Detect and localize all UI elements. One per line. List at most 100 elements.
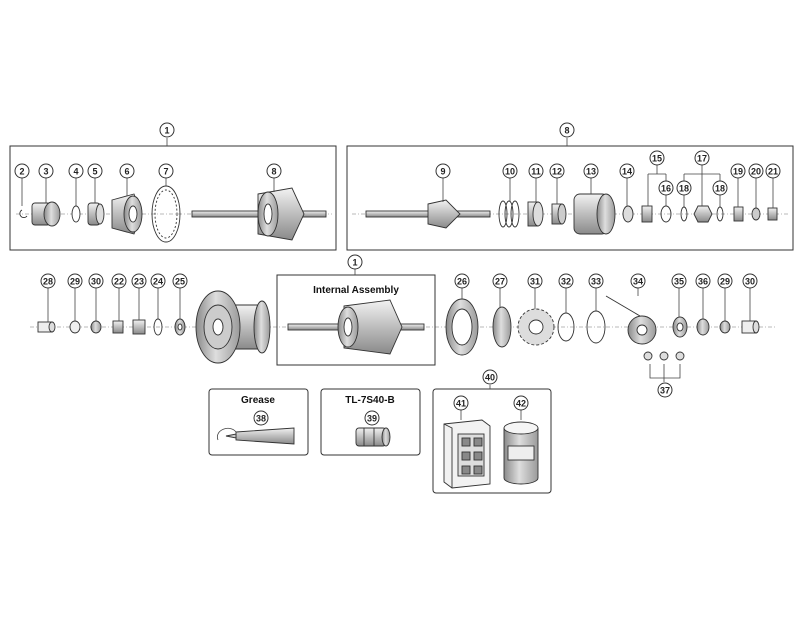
label-p33: 33 [588, 273, 604, 311]
part-10-spring [498, 200, 520, 228]
label-number: 9 [440, 167, 445, 177]
label-bubble [14, 163, 30, 179]
grease-title: Grease [241, 395, 275, 406]
label-p14: 14 [619, 163, 635, 206]
label-p10: 10 [502, 163, 518, 201]
label-number: 33 [591, 277, 601, 287]
label-number: 10 [505, 167, 515, 177]
label-number: 28 [43, 277, 53, 287]
label-number: 21 [768, 167, 778, 177]
label-number: 4 [73, 167, 78, 177]
label-number: 6 [124, 167, 129, 177]
label-bubble [38, 163, 54, 179]
label-bubble [67, 273, 83, 289]
label-p3: 3 [38, 163, 54, 203]
part-28-bushing [37, 321, 56, 333]
label-number: 36 [698, 277, 708, 287]
label-bubble [630, 273, 646, 289]
label-p21: 21 [765, 163, 781, 208]
part-27-dust-cap [492, 306, 512, 348]
label-bubble [158, 163, 174, 179]
label-number: 42 [516, 399, 526, 409]
group-box-right [346, 145, 794, 251]
label-number: 39 [367, 414, 377, 424]
label-p42: 42 [513, 395, 529, 420]
part-38-grease-tube [216, 427, 295, 445]
label-number: 22 [114, 277, 124, 287]
label-p23: 23 [131, 273, 147, 320]
label-number: 5 [92, 167, 97, 177]
part-29-washer-left [69, 320, 81, 334]
label-top_group_right: 8 [559, 122, 575, 138]
label-bubble [131, 273, 147, 289]
label-bubble [111, 273, 127, 289]
label-p4: 4 [68, 163, 84, 206]
label-p6: 6 [119, 163, 135, 196]
label-bubble [88, 273, 104, 289]
label-p5: 5 [87, 163, 103, 203]
label-number: 34 [633, 277, 643, 287]
internal-assembly-part [287, 299, 425, 355]
label-bubble [266, 163, 282, 179]
part-23-cone-nut [132, 319, 146, 335]
label-number: 13 [586, 167, 596, 177]
label-bubble [347, 254, 363, 270]
label-number: 32 [561, 277, 571, 287]
label-p24: 24 [150, 273, 166, 319]
label-number: 27 [495, 277, 505, 287]
label-p29a: 29 [67, 273, 83, 321]
label-bubble [492, 273, 508, 289]
part-30-nut-left [90, 320, 102, 334]
label-p39: 39 [364, 410, 380, 426]
label-p18b: 18 [712, 180, 728, 207]
label-bubble [558, 273, 574, 289]
label-p22: 22 [111, 273, 127, 321]
part-25-dust-cap [174, 318, 186, 336]
label-p27: 27 [492, 273, 508, 307]
label-bubble [502, 163, 518, 179]
label-bubble [68, 163, 84, 179]
label-p2: 2 [14, 163, 30, 206]
part-4-washer [71, 205, 81, 223]
part-37-screws [643, 351, 685, 382]
tool-title: TL-7S40-B [345, 395, 394, 406]
label-number: 41 [456, 399, 466, 409]
label-internal_group: 1 [347, 254, 363, 270]
label-bubble [730, 163, 746, 179]
label-bubble [453, 395, 469, 411]
label-bubble [649, 150, 665, 166]
part-36-lock-washer [696, 318, 710, 336]
internal-assembly-title: Internal Assembly [313, 285, 399, 296]
label-p15: 15 [649, 150, 665, 166]
label-bubble [528, 163, 544, 179]
label-p28: 28 [40, 273, 56, 322]
part-31-sprocket [517, 308, 555, 346]
label-bubble [658, 180, 674, 196]
label-number: 40 [485, 373, 495, 383]
label-p13: 13 [583, 163, 599, 194]
label-number: 25 [175, 277, 185, 287]
label-p7: 7 [158, 163, 174, 186]
label-p18a: 18 [676, 180, 692, 207]
label-p26: 26 [454, 273, 470, 299]
part-34-cassette-joint [605, 295, 657, 345]
label-number: 17 [697, 154, 707, 164]
label-p19: 19 [730, 163, 746, 207]
part-6-driver [111, 193, 143, 235]
label-bubble [119, 163, 135, 179]
label-p36: 36 [695, 273, 711, 319]
label-number: 11 [531, 167, 541, 177]
label-bubble [559, 122, 575, 138]
label-p20: 20 [748, 163, 764, 208]
label-bubble [253, 410, 269, 426]
label-number: 18 [679, 184, 689, 194]
label-bubble [765, 163, 781, 179]
label-number: 20 [751, 167, 761, 177]
part-29-washer-right [719, 320, 731, 334]
label-number: 23 [134, 277, 144, 287]
label-number: 26 [457, 277, 467, 287]
label-p9: 9 [435, 163, 451, 202]
label-p17: 17 [694, 150, 710, 166]
label-bubble [435, 163, 451, 179]
part-41-oil-can [443, 419, 491, 489]
